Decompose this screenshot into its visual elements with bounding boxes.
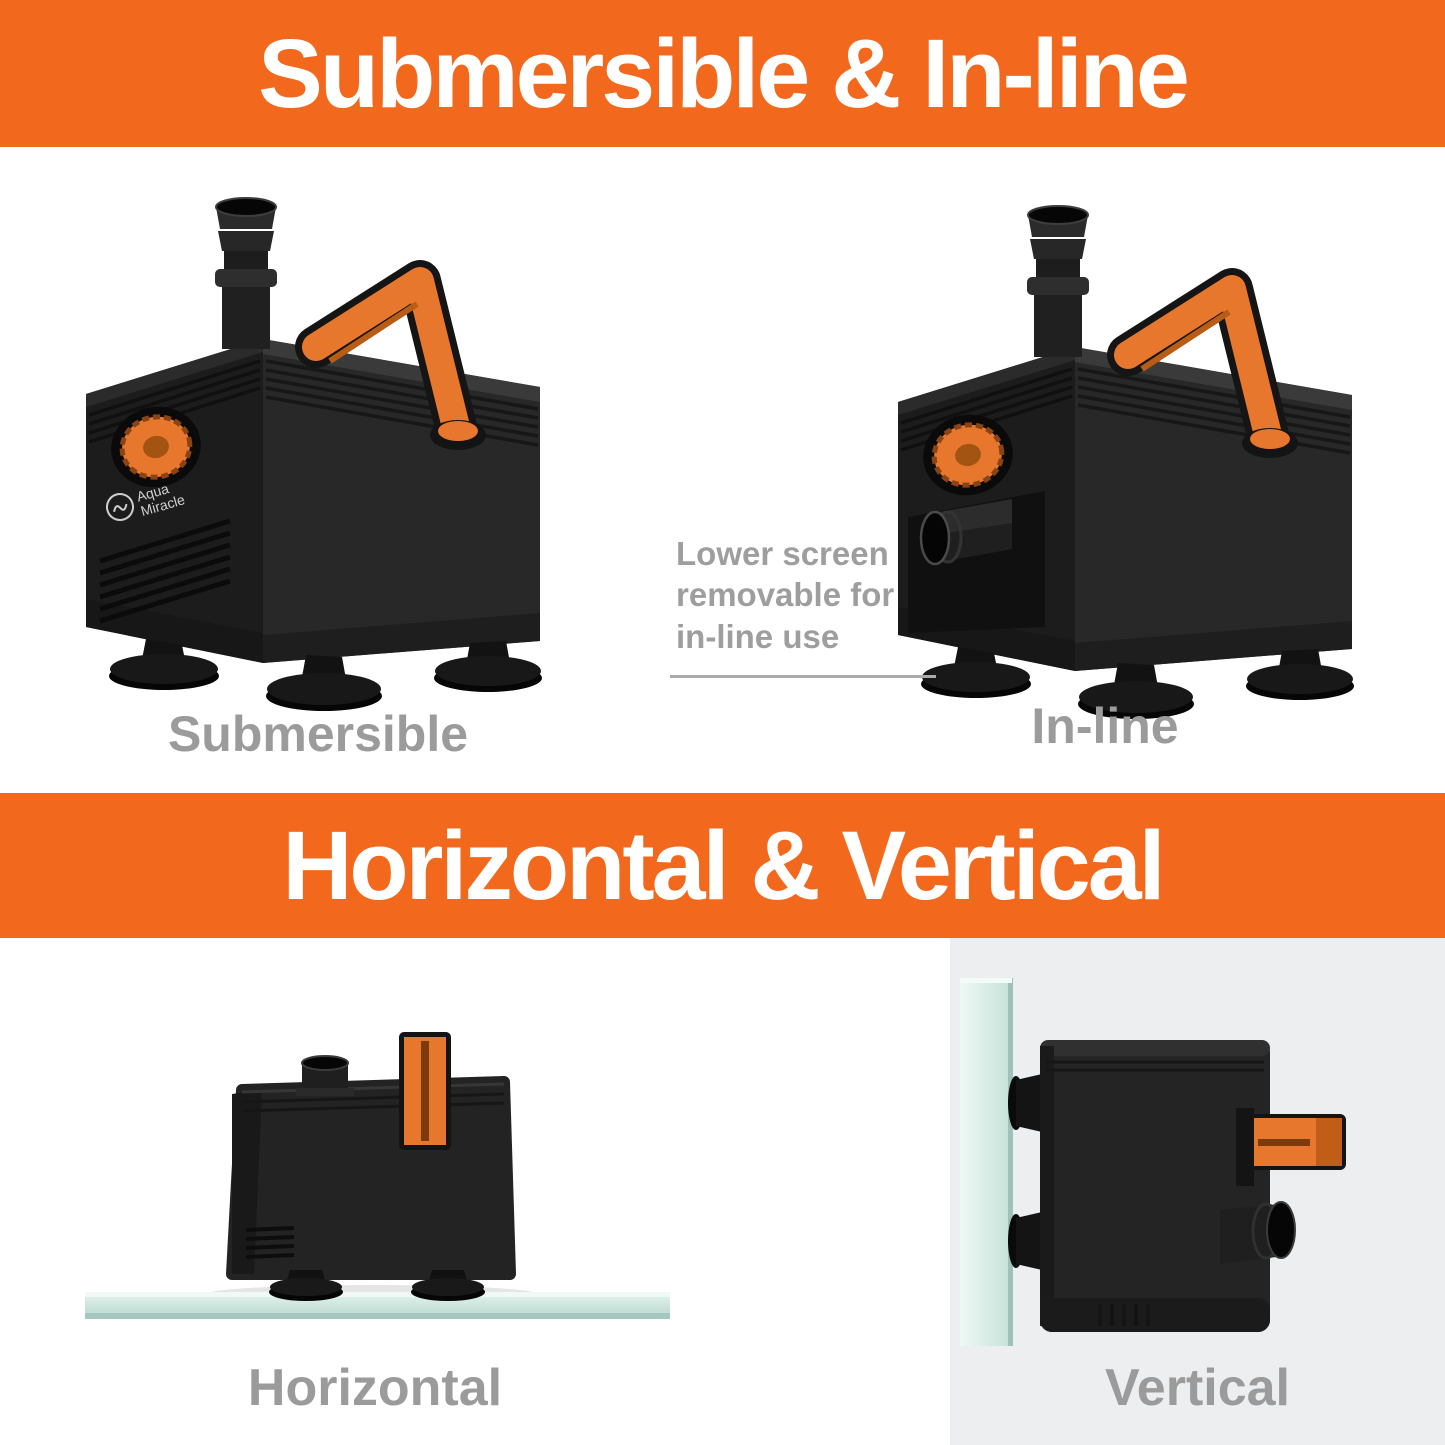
banner-title: Submersible & In-line xyxy=(258,18,1190,128)
annotation-line3: in-line use xyxy=(676,617,840,655)
inline-inlet xyxy=(908,491,1045,633)
banner-title: Horizontal & Vertical xyxy=(282,810,1165,920)
inline-pump-image xyxy=(880,197,1380,737)
label-submersible: Submersible xyxy=(167,706,469,762)
label-horizontal: Horizontal xyxy=(247,1359,503,1417)
glass-shelf xyxy=(85,1292,670,1319)
outlet-nozzle xyxy=(296,1055,354,1096)
outlet-nozzle xyxy=(1220,1201,1296,1264)
vent-slats xyxy=(1098,1304,1150,1326)
horizontal-pump-image xyxy=(85,1032,670,1319)
vertical-pump-image xyxy=(960,978,1346,1346)
label-inline: In-line xyxy=(1031,698,1179,754)
pump-side-view xyxy=(226,1032,516,1301)
section-submersible-inline: Aqua Miracle Lower screen removable for … xyxy=(0,147,1445,793)
suction-cups xyxy=(1008,1074,1042,1270)
vertical-demo-panel: Vertical xyxy=(950,938,1445,1445)
submersible-pump-image: Aqua Miracle xyxy=(68,189,568,729)
banner-submersible-inline: Submersible & In-line xyxy=(0,0,1445,147)
glass-wall xyxy=(960,978,1013,1346)
brand-logo-icon xyxy=(106,493,134,521)
annotation-line2: removable for xyxy=(676,576,895,614)
vent-slats xyxy=(245,1226,295,1259)
suction-feet xyxy=(269,1270,485,1301)
annotation-text: Lower screen removable for in-line use xyxy=(676,533,894,657)
label-vertical: Vertical xyxy=(1104,1359,1291,1417)
pump-vertical-view xyxy=(1040,1040,1346,1332)
carry-handle xyxy=(399,1032,451,1150)
carry-handle xyxy=(1236,1108,1346,1186)
annotation-pointer-line xyxy=(670,675,936,678)
horizontal-demo-panel: Horizontal xyxy=(0,938,950,1445)
brand-fish-icon xyxy=(113,503,128,513)
annotation-line1: Lower screen xyxy=(676,535,889,572)
banner-horizontal-vertical: Horizontal & Vertical xyxy=(0,793,1445,938)
